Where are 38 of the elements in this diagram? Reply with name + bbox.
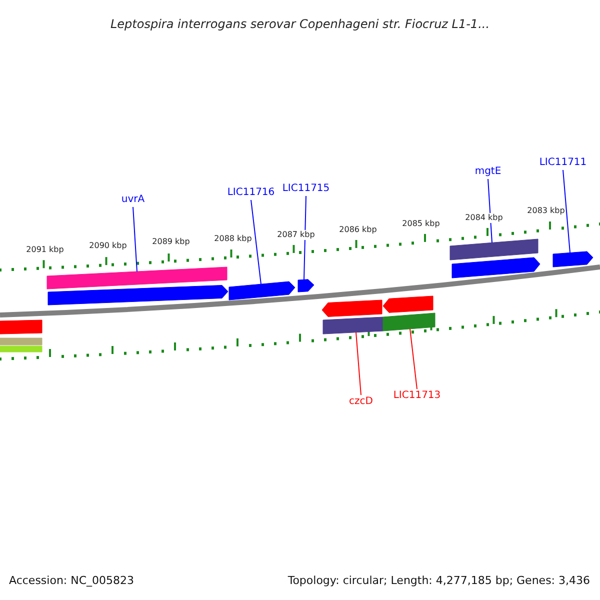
- gene-label: mgtE: [474, 165, 502, 179]
- gene-feature: [452, 257, 540, 278]
- feature-bar: [450, 238, 538, 260]
- scale-label: 2090 kbp: [89, 241, 127, 251]
- gene-label: LIC11713: [393, 389, 441, 403]
- scale-label: 2083 kbp: [527, 206, 565, 216]
- footer-text: Accession: NC_005823: [9, 574, 134, 588]
- leader-line: [304, 196, 306, 280]
- feature-bar: [382, 312, 436, 332]
- scale-label: 2089 kbp: [152, 237, 190, 247]
- gene-feature: [322, 300, 382, 317]
- scale-label: 2091 kbp: [26, 245, 64, 255]
- footer-text: Topology: circular; Length: 4,277,185 bp; Genes: 3,436: [288, 574, 590, 588]
- feature-bar: [322, 316, 384, 334]
- leader-line: [562, 170, 570, 254]
- leader-line: [132, 206, 138, 272]
- leader-line: [410, 328, 418, 390]
- gene-label: uvrA: [121, 193, 145, 207]
- gene-feature: [382, 296, 434, 313]
- feature-bar: [0, 346, 42, 352]
- gene-feature: [552, 251, 594, 268]
- feature-bar: [0, 320, 42, 334]
- scale-label: 2086 kbp: [339, 225, 377, 235]
- leader-line: [356, 332, 362, 396]
- gene-label: LIC11711: [539, 156, 587, 170]
- feature-bar: [0, 338, 42, 346]
- scale-label: 2087 kbp: [277, 230, 315, 240]
- leader-line: [250, 200, 262, 285]
- scale-label: 2088 kbp: [214, 234, 252, 244]
- gene-label: czcD: [349, 395, 373, 409]
- gene-feature: [228, 281, 296, 300]
- feature-bar: [46, 266, 228, 290]
- title: Leptospira interrogans serovar Copenhageni str. Fiocruz L1-1...: [110, 17, 490, 31]
- gene-feature: [298, 279, 314, 292]
- gene-label: LIC11715: [282, 182, 330, 196]
- scale-label: 2084 kbp: [465, 213, 503, 223]
- scale-label: 2085 kbp: [402, 219, 440, 229]
- gene-label: LIC11716: [227, 186, 275, 200]
